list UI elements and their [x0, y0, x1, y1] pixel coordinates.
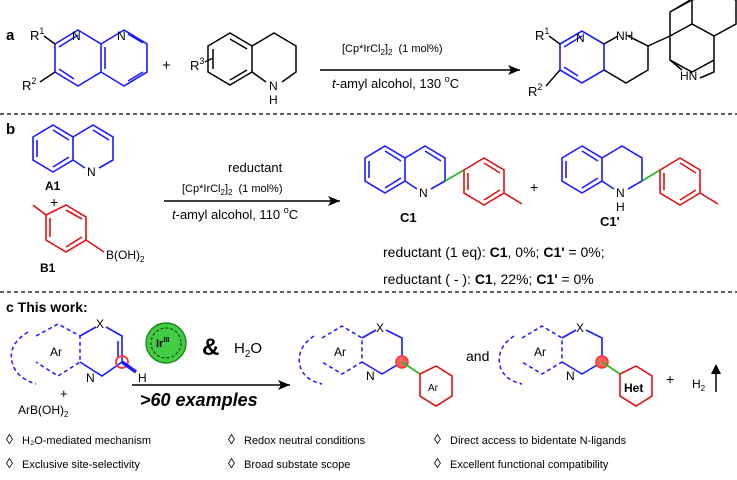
product-aryl-structure: X N Ar Ar: [298, 321, 453, 407]
c1-n: N: [419, 186, 428, 200]
product-a-n: N: [576, 31, 585, 45]
thq-n: N: [269, 79, 278, 93]
ir-label: IrIII: [156, 337, 169, 350]
feature-diamond-4: ◊: [228, 455, 235, 471]
panel-a-product: N NH HN R1 R2: [528, 0, 737, 99]
substrate-structure: X N Ar H: [10, 317, 147, 385]
panel-c-boronic: ArB(OH)2: [18, 403, 69, 419]
naphthyridine-n2: N: [117, 29, 126, 43]
panel-b: b N A1 + B(OH)2 B1 reductant [Cp*IrCl2]2…: [6, 121, 719, 287]
product2-n: N: [566, 369, 575, 383]
water-label: H2O: [234, 340, 262, 360]
panel-b-plus-1: +: [50, 194, 58, 210]
panel-c-plus: +: [60, 386, 68, 401]
result-line-1: reductant (1 eq): C1, 0%; C1' = 0%;: [383, 244, 605, 260]
feature-5: Direct access to bidentate N-ligands: [450, 435, 627, 447]
thq-h: H: [269, 93, 278, 107]
panel-b-catalyst: [Cp*IrCl2]2(1 mol%): [182, 183, 283, 197]
feature-diamond-3: ◊: [228, 431, 235, 447]
substituent-r3: R3: [190, 56, 204, 73]
quinoline-a1-n: N: [87, 165, 96, 179]
product2-x: X: [576, 321, 584, 335]
substituent-r2: R2: [22, 76, 36, 93]
and-label: and: [466, 348, 489, 364]
feature-4: Broad substate scope: [244, 459, 350, 471]
examples-label: >60 examples: [140, 390, 258, 410]
product-a-hn: HN: [680, 69, 697, 83]
c1p-h: H: [616, 200, 625, 214]
feature-3: Redox neutral conditions: [244, 435, 366, 447]
feature-diamond-1: ◊: [6, 431, 13, 447]
substrate-h: H: [138, 371, 147, 385]
panel-b-conditions: t-amyl alcohol, 110 oC: [172, 205, 298, 222]
feature-list: ◊ H₂O-mediated mechanism ◊ Exclusive sit…: [6, 431, 627, 471]
label-c1: C1: [400, 210, 417, 225]
panel-a-catalyst: [Cp*IrCl2]2(1 mol%): [342, 43, 443, 57]
panel-a-conditions: t-amyl alcohol, 130 oC: [332, 74, 459, 91]
result-line-2: reductant ( - ): C1, 22%; C1' = 0%: [383, 271, 594, 287]
substrate-n: N: [86, 371, 95, 385]
panel-b-plus-2: +: [530, 179, 538, 195]
panel-c: c This work: X N Ar H + ArB(OH)2 IrIII &…: [6, 299, 721, 471]
product-heteroaryl-structure: X N Ar Het: [498, 321, 653, 407]
byproduct-plus: +: [666, 371, 674, 387]
feature-6: Excellent functional compatibility: [450, 459, 609, 471]
het-label: Het: [624, 381, 643, 395]
iridium-catalyst-icon: IrIII: [145, 322, 187, 364]
panel-c-title: c This work:: [6, 299, 88, 315]
substrate-x: X: [96, 317, 104, 331]
product2-ar-fused: Ar: [534, 345, 546, 359]
panel-a: a N N R1 R2 + N H R3 [Cp*IrCl2]2(1 mol%)…: [6, 0, 737, 107]
c1p-n: N: [616, 186, 625, 200]
product-n: N: [366, 369, 375, 383]
label-c1p: C1': [600, 214, 620, 229]
panel-a-plus: +: [162, 57, 171, 74]
product-ar-ring: Ar: [428, 383, 439, 394]
hydrogen-label: H2: [692, 377, 706, 393]
naphthyridine-structure: [54, 29, 148, 87]
feature-2: Exclusive site-selectivity: [22, 459, 140, 471]
product-ar-fused: Ar: [334, 345, 346, 359]
ampersand: &: [202, 334, 219, 361]
product-c1p-structure: N H: [561, 145, 719, 214]
feature-diamond-6: ◊: [434, 455, 441, 471]
feature-1: H₂O-mediated mechanism: [22, 435, 151, 447]
substituent-r1: R1: [30, 26, 44, 43]
label-a1: A1: [45, 179, 61, 193]
boronic-label: B(OH)2: [106, 248, 145, 264]
product-a-r2: R2: [528, 82, 542, 99]
feature-diamond-5: ◊: [434, 431, 441, 447]
tetrahydroquinoline-structure: [207, 32, 297, 86]
substrate-ar: Ar: [50, 345, 62, 359]
panel-a-label: a: [6, 27, 15, 44]
reductant-label: reductant: [228, 160, 283, 175]
panel-b-label: b: [6, 121, 15, 138]
boronic-acid-b1-structure: [32, 204, 105, 253]
label-b1: B1: [40, 261, 56, 275]
product-c1-structure: N: [364, 145, 523, 206]
naphthyridine-n1: N: [72, 29, 81, 43]
product-x: X: [376, 321, 384, 335]
product-a-r1: R1: [535, 26, 549, 43]
product-a-nh: NH: [616, 29, 633, 43]
feature-diamond-2: ◊: [6, 455, 13, 471]
quinoline-a1-structure: [32, 124, 114, 173]
